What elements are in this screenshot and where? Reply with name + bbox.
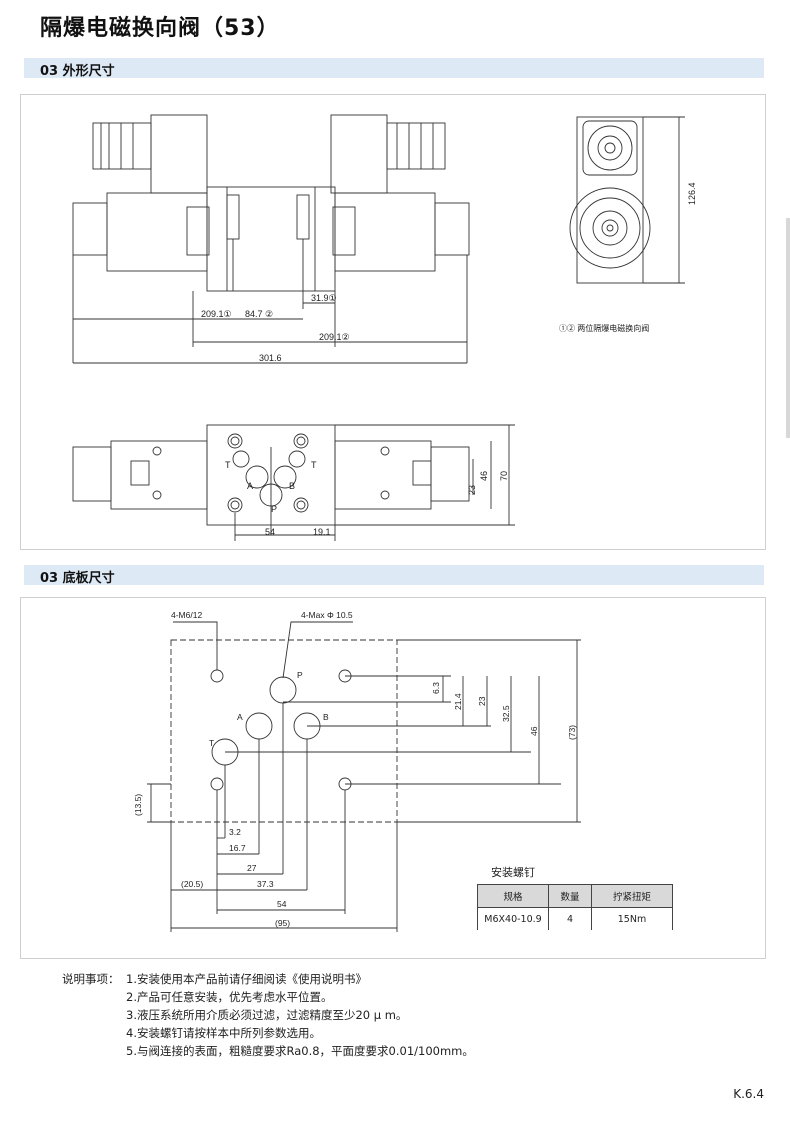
top-left-end-cap bbox=[72, 446, 112, 502]
dim-70: 70 bbox=[499, 471, 509, 481]
label-4-max-dia: 4-Max Φ 10.5 bbox=[301, 610, 353, 620]
subplate-drawing: 4-M6/12 4-Max Φ 10.5 P A B T 6.3 21.4 23… bbox=[133, 610, 673, 932]
dim-32-5: 32.5 bbox=[501, 705, 511, 722]
bolt-cell-qty: 4 bbox=[548, 907, 592, 930]
top-right-end-cap bbox=[430, 446, 470, 502]
dim-126-4: 126.4 bbox=[687, 182, 697, 205]
dim-31-9-1: 31.9① bbox=[311, 293, 337, 303]
note-item: 3.液压系统所用介质必须过滤，过滤精度至少20 μ m。 bbox=[126, 1008, 408, 1022]
section-header-subplate: 03 底板尺寸 bbox=[24, 565, 764, 586]
dim-23: 23 bbox=[467, 485, 477, 495]
dim-3-2: 3.2 bbox=[229, 827, 241, 837]
port-T-right: T bbox=[311, 460, 317, 470]
note-item: 2.产品可任意安装，优先考虑水平位置。 bbox=[126, 990, 333, 1004]
right-end-cap bbox=[434, 202, 470, 256]
dim-27: 27 bbox=[247, 863, 257, 873]
bolt-spec-table: 规格 数量 拧紧扭矩 M6X40-10.9 4 15Nm bbox=[477, 884, 673, 930]
dim-54-sub: 54 bbox=[277, 899, 287, 909]
left-end-cap bbox=[72, 202, 108, 256]
outline-drawing-panel: 209.1① 84.7 ② 31.9① 209.1② 301.6 126.4 ①… bbox=[20, 94, 766, 550]
bolt-col-spec: 规格 bbox=[477, 884, 549, 908]
subplate-port-T: T bbox=[209, 738, 214, 748]
legend-two-position: ①② 两位隔爆电磁换向阀 bbox=[559, 323, 649, 333]
dim-23-sub: 23 bbox=[477, 696, 487, 706]
side-view-body bbox=[576, 116, 644, 284]
subplate-drawing-panel: 4-M6/12 4-Max Φ 10.5 P A B T 6.3 21.4 23… bbox=[20, 597, 766, 959]
notes-label: 说明事项： bbox=[62, 972, 120, 986]
dim-46-sub: 46 bbox=[529, 726, 539, 736]
dim-6-3: 6.3 bbox=[431, 682, 441, 694]
dim-37-3: 37.3 bbox=[257, 879, 274, 889]
dim-16-7: 16.7 bbox=[229, 843, 246, 853]
dim-54: 54 bbox=[265, 527, 275, 537]
dim-13-5: (13.5) bbox=[133, 794, 143, 816]
bolt-hole-bottom-left bbox=[210, 777, 224, 791]
bolt-cell-torque: 15Nm bbox=[591, 907, 673, 930]
subplate-port-B: B bbox=[323, 712, 329, 722]
left-junction-box bbox=[150, 114, 208, 194]
note-item: 4.安装螺钉请按样本中所列参数选用。 bbox=[126, 1026, 321, 1040]
left-solenoid-body bbox=[106, 192, 208, 272]
subplate-port-P: P bbox=[297, 670, 303, 680]
port-hole-P bbox=[269, 676, 297, 704]
port-T-left: T bbox=[225, 460, 231, 470]
left-cable-gland bbox=[92, 122, 152, 170]
notes-block: 说明事项： 1.安装使用本产品前请仔细阅读《使用说明书》 2.产品可任意安装，优先… bbox=[62, 970, 474, 1060]
bolt-table-caption: 安装螺钉 bbox=[491, 865, 535, 879]
port-B: B bbox=[289, 481, 295, 491]
dim-301-6: 301.6 bbox=[259, 353, 282, 363]
section-title-outline: 03 外形尺寸 bbox=[40, 64, 115, 79]
section-title-subplate: 03 底板尺寸 bbox=[40, 571, 115, 586]
dim-20-5: (20.5) bbox=[181, 879, 203, 889]
note-item: 5.与阀连接的表面，粗糙度要求Ra0.8，平面度要求0.01/100mm。 bbox=[126, 1044, 474, 1058]
bolt-col-qty: 数量 bbox=[548, 884, 592, 908]
subplate-port-A: A bbox=[237, 712, 243, 722]
right-solenoid-body bbox=[334, 192, 436, 272]
page-title: 隔爆电磁换向阀（53） bbox=[40, 16, 280, 41]
dim-95: (95) bbox=[275, 918, 290, 928]
note-item: 1.安装使用本产品前请仔细阅读《使用说明书》 bbox=[126, 972, 367, 986]
bolt-col-torque: 拧紧扭矩 bbox=[591, 884, 673, 908]
dim-209-1-1: 209.1① bbox=[201, 309, 232, 319]
port-P: P bbox=[271, 504, 277, 514]
dim-21-4: 21.4 bbox=[453, 693, 463, 710]
dim-84-7-2: 84.7 ② bbox=[245, 309, 273, 319]
label-4-m6-12: 4-M6/12 bbox=[171, 610, 202, 620]
page-number: K.6.4 bbox=[733, 1087, 764, 1101]
section-header-outline: 03 外形尺寸 bbox=[24, 58, 764, 79]
dim-19-1: 19.1 bbox=[313, 527, 331, 537]
dim-46: 46 bbox=[479, 471, 489, 481]
bolt-cell-spec: M6X40-10.9 bbox=[477, 907, 549, 930]
bolt-hole-top-left bbox=[210, 669, 224, 683]
port-hole-A bbox=[245, 712, 273, 740]
dim-209-1-2: 209.1② bbox=[319, 332, 350, 342]
right-junction-box bbox=[330, 114, 388, 194]
port-A: A bbox=[247, 481, 253, 491]
subplate-outline bbox=[170, 639, 398, 823]
dim-73: (73) bbox=[567, 725, 577, 740]
valve-body-front bbox=[206, 186, 336, 292]
right-cable-gland bbox=[386, 122, 446, 170]
outline-drawing: 209.1① 84.7 ② 31.9① 209.1② 301.6 126.4 ①… bbox=[72, 114, 697, 541]
page-edge-tab bbox=[786, 218, 790, 438]
